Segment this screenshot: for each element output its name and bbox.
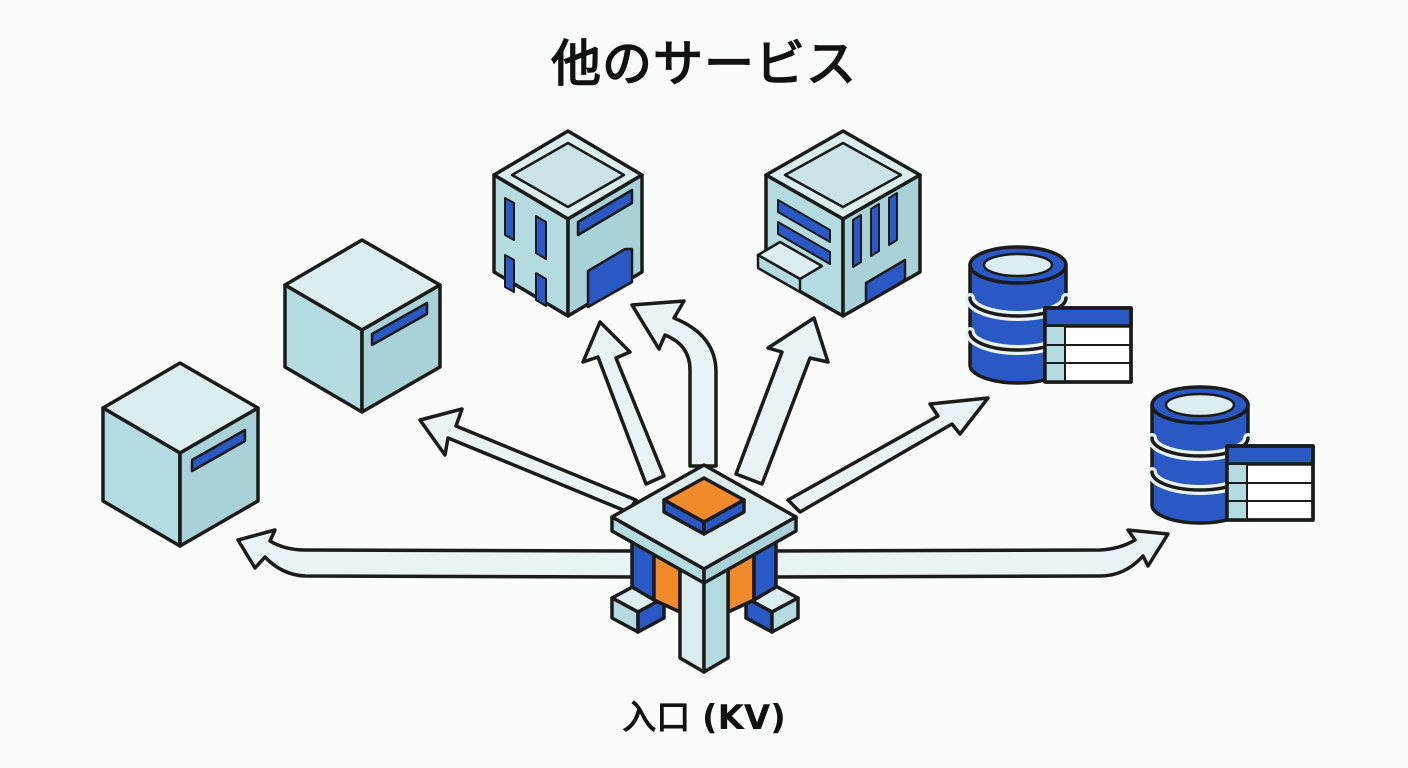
service-cube-1-icon [101, 361, 260, 548]
arrow-to-building-2 [734, 316, 830, 486]
hub-node-icon [610, 463, 800, 674]
hub-label: 入口 (KV) [622, 698, 786, 738]
arrow-to-database-1 [786, 396, 990, 514]
diagram-title: 他のサービス [551, 35, 857, 93]
service-cube-2-icon [283, 238, 442, 414]
arrow-to-building-1-a [581, 320, 666, 486]
arrow-to-building-1-b [630, 299, 718, 468]
service-database-2-icon [1147, 385, 1315, 525]
arrow-to-cube-2 [418, 407, 638, 514]
arrow-to-database-2 [766, 528, 1170, 579]
service-database-1-icon [965, 245, 1133, 385]
service-building-2-icon [756, 129, 922, 318]
arrow-to-cube-1 [236, 528, 642, 579]
service-building-1-icon [492, 129, 644, 318]
